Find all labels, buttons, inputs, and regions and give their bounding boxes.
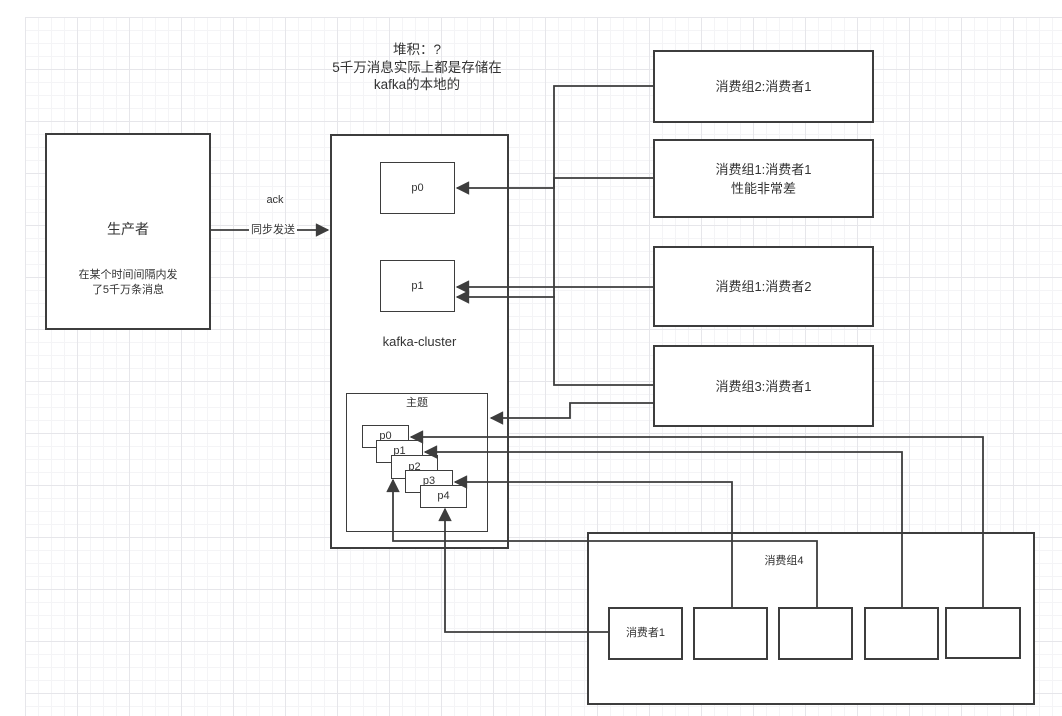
topic-partition-p0-label: p0 <box>379 430 392 442</box>
group4-consumer5-node[interactable] <box>945 607 1021 659</box>
consumer-group1-consumer2-label: 消费组1:消费者2 <box>715 279 812 294</box>
topic-partition-p4-label: p4 <box>437 490 450 502</box>
consumer-group4-label: 消费组4 <box>764 555 804 567</box>
consumer-group2-consumer1-label: 消费组2:消费者1 <box>715 79 812 94</box>
consumer-group3-consumer1-node[interactable]: 消费组3:消费者1 <box>653 345 874 427</box>
heap-title-line3: kafka的本地的 <box>373 77 461 92</box>
cluster-partition-p0[interactable]: p0 <box>380 162 455 214</box>
cluster-partition-p1[interactable]: p1 <box>380 260 455 312</box>
heap-title-line2: 5千万消息实际上都是存储在 <box>332 59 502 75</box>
sync-send-label: 同步发送 <box>249 223 297 238</box>
producer-note-line2: 了5千万条消息 <box>91 284 165 296</box>
heap-title: 堆积：? 5千万消息实际上都是存储在 kafka的本地的 <box>317 41 517 94</box>
ack-label: ack <box>266 194 284 206</box>
producer-note-line1: 在某个时间间隔内发 <box>78 269 178 281</box>
topic-partition-p1-label: p1 <box>393 445 406 457</box>
consumer-group1-consumer2-node[interactable]: 消费组1:消费者2 <box>653 246 874 327</box>
group4-consumer1-node[interactable]: 消费者1 <box>608 607 683 660</box>
producer-note: 在某个时间间隔内发 了5千万条消息 <box>47 268 209 298</box>
consumer-group2-consumer1-node[interactable]: 消费组2:消费者1 <box>653 50 874 123</box>
kafka-cluster-label: kafka-cluster <box>382 334 457 349</box>
producer-node[interactable]: 生产者 在某个时间间隔内发 了5千万条消息 <box>45 133 211 330</box>
cluster-partition-p0-label: p0 <box>411 181 424 194</box>
consumer-group3-consumer1-label: 消费组3:消费者1 <box>715 378 812 394</box>
consumer-group1-consumer1-label: 消费组1:消费者1 <box>715 161 812 177</box>
group4-consumer4-node[interactable] <box>864 607 939 660</box>
cluster-partition-p1-label: p1 <box>411 279 424 292</box>
group4-consumer2-node[interactable] <box>693 607 768 660</box>
producer-label: 生产者 <box>107 221 149 237</box>
heap-title-line1: 堆积：? <box>392 42 441 57</box>
topic-partition-p4[interactable]: p4 <box>420 485 467 508</box>
group4-consumer3-node[interactable] <box>778 607 853 660</box>
consumer-group1-consumer1-node[interactable]: 消费组1:消费者1 性能非常差 <box>653 139 874 218</box>
consumer-group1-consumer1-sublabel: 性能非常差 <box>730 180 796 196</box>
group4-consumer1-label: 消费者1 <box>625 627 666 639</box>
topic-label: 主题 <box>406 397 428 409</box>
